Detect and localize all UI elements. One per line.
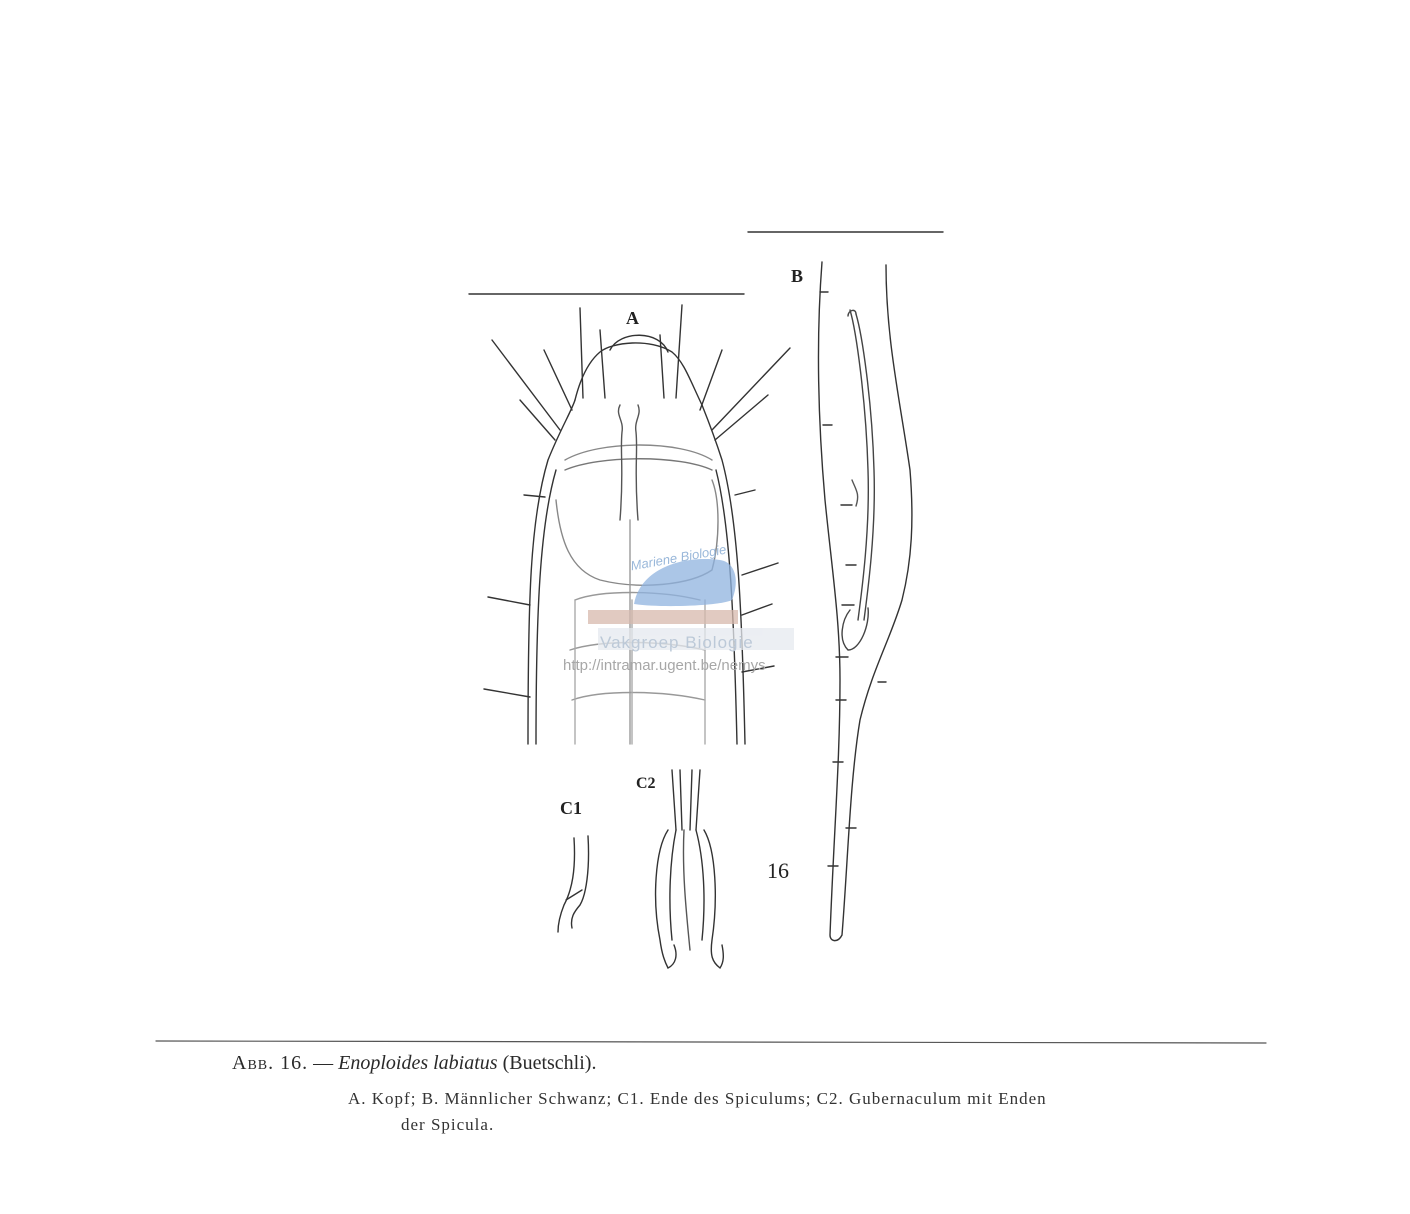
panel-b-tail <box>817 261 913 942</box>
figure-caption-body: A. Kopf; B. Männlicher Schwanz; C1. Ende… <box>348 1086 1248 1138</box>
watermark-logo <box>588 559 794 650</box>
panel-c2-label: C2 <box>636 775 656 792</box>
watermark-line2: Vakgroep Biologie <box>600 633 754 652</box>
caption-author: (Buetschli). <box>497 1052 597 1074</box>
panel-c1-label: C1 <box>560 798 582 818</box>
panel-c2-gubernaculum <box>654 769 725 970</box>
panel-a-label: A <box>626 308 639 328</box>
caption-line-1: A. Kopf; B. Männlicher Schwanz; C1. Ende… <box>348 1089 1047 1108</box>
caption-line-2: der Spicula. <box>401 1115 495 1134</box>
caption-dash: — <box>308 1052 339 1074</box>
caption-rule <box>155 1040 1267 1044</box>
caption-species: Enoploides labiatus <box>338 1052 498 1074</box>
plate-number: 16 <box>767 858 789 883</box>
panel-a-head <box>483 304 791 745</box>
panel-b-label: B <box>791 266 804 286</box>
caption-abb: Abb. 16. <box>232 1052 309 1074</box>
figure-caption-title: Abb. 16. — Enoploides labiatus (Buetschl… <box>232 1052 596 1075</box>
watermark-url: http://intramar.ugent.be/nemys <box>563 657 766 674</box>
panel-c1-spicule <box>557 835 590 933</box>
